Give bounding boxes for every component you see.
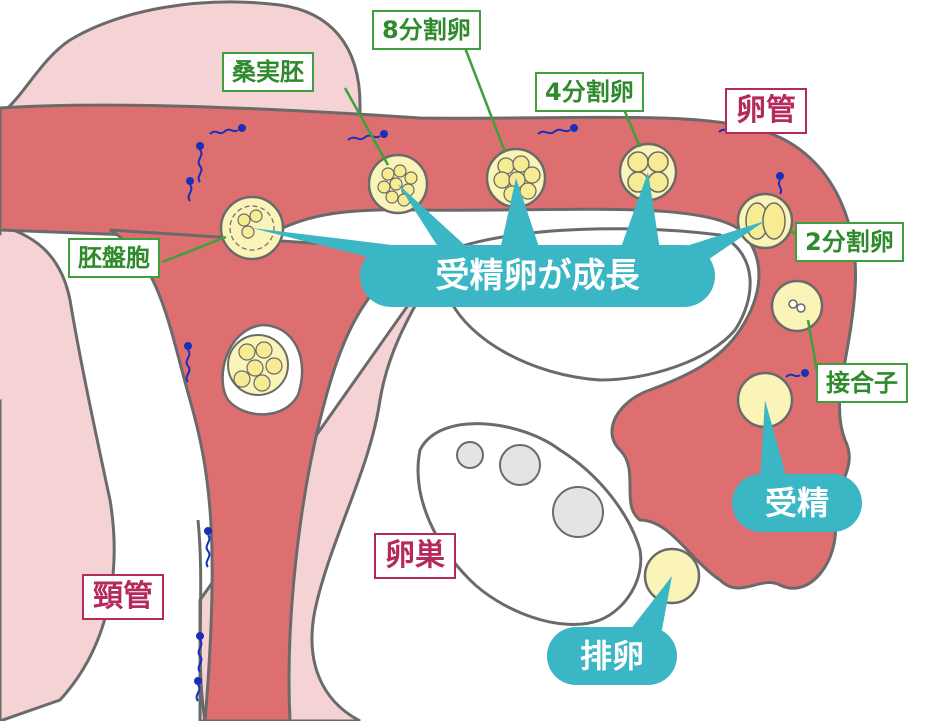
- label-blastocyst: 胚盤胞: [68, 238, 160, 278]
- label-zygote: 接合子: [816, 363, 908, 403]
- label-oviduct: 卵管: [725, 88, 807, 134]
- sperm-cells: [184, 124, 809, 702]
- follicle: [552, 486, 604, 538]
- callout-growth: 受精卵が成長: [360, 245, 715, 307]
- ovary: [416, 422, 643, 626]
- label-four-cell: 4分割卵: [535, 72, 644, 112]
- uterus-side-wall-left: [0, 235, 65, 400]
- follicle: [499, 444, 541, 486]
- label-eight-cell: 8分割卵: [372, 10, 481, 50]
- zygote-egg: [770, 279, 824, 333]
- uterus-outer-wall: [0, 0, 362, 132]
- callout-ovulation: 排卵: [547, 627, 677, 685]
- label-two-cell: 2分割卵: [795, 222, 904, 262]
- follicle: [456, 441, 484, 469]
- implanting-embryo: [221, 323, 304, 416]
- label-cervix: 頸管: [82, 574, 164, 620]
- oviduct-tube: [0, 103, 858, 590]
- uterine-cavity: [109, 228, 425, 721]
- cervical-canal: [196, 519, 207, 721]
- label-morula: 桑実胚: [222, 52, 314, 92]
- label-ovary: 卵巣: [374, 533, 456, 579]
- callout-fertilization: 受精: [732, 474, 862, 532]
